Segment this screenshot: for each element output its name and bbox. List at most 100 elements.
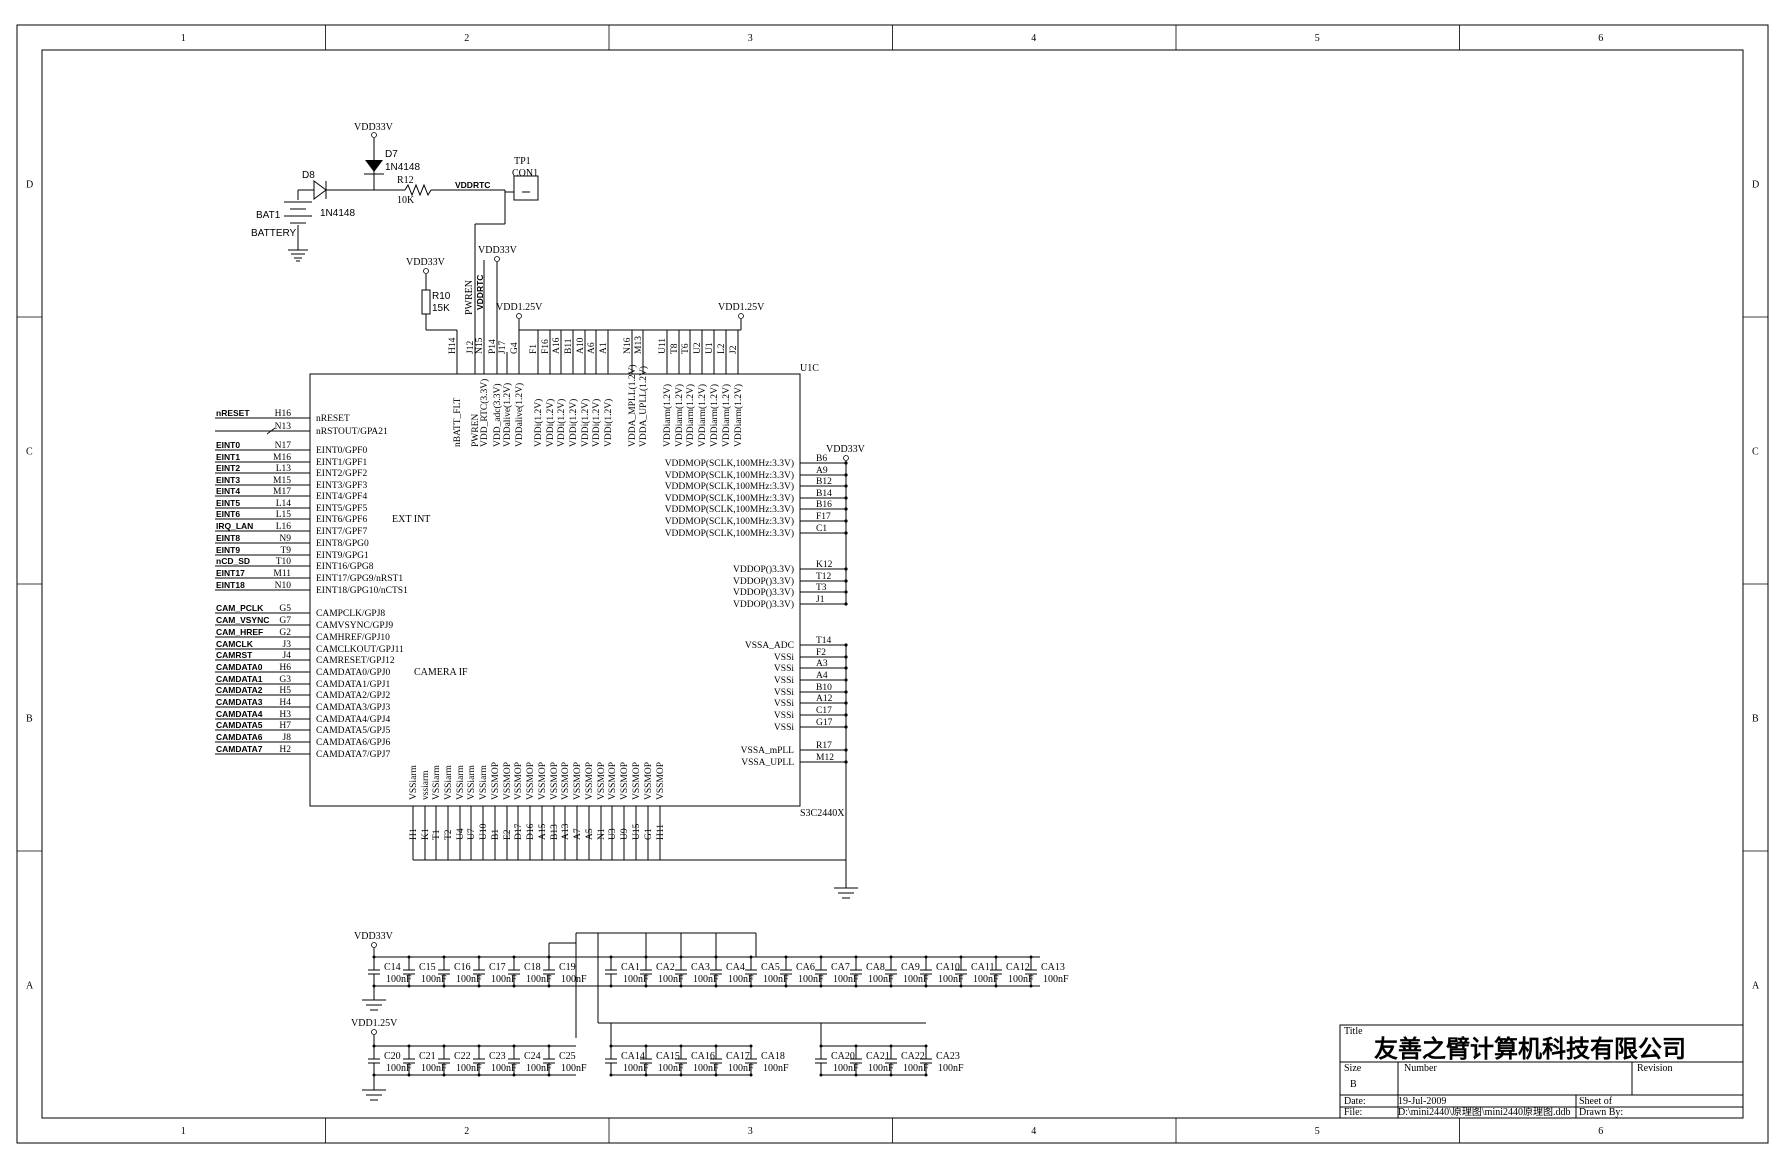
cap-ref: CA2 <box>656 962 675 973</box>
pin-number: U3 <box>608 828 618 840</box>
pin-number: L14 <box>276 499 292 509</box>
cap-value: 100nF <box>973 974 999 985</box>
pin-number: J4 <box>283 651 292 661</box>
vdd125-label-right: VDD1.25V <box>718 302 765 313</box>
column-label-bottom: 6 <box>1598 1126 1603 1137</box>
pin-number: L15 <box>276 510 292 520</box>
pin-name: VDDi(1.2V) <box>568 399 579 447</box>
pin-name: VSSMOP <box>573 762 583 800</box>
pin-name: VSSiarm <box>444 765 454 800</box>
pin-name: EINT5/GPF5 <box>316 504 367 514</box>
cap-value: 100nF <box>833 1063 859 1074</box>
net-label: CAMDATA1 <box>216 674 263 684</box>
cap-ref: C19 <box>559 962 576 973</box>
net-label: EINT1 <box>216 452 240 462</box>
pin-number: M17 <box>273 487 291 497</box>
pin-number: T10 <box>276 557 292 567</box>
cap-value: 100nF <box>491 974 517 985</box>
pin-name: VDDiarm(1.2V) <box>662 384 673 447</box>
pin-name: VSSMOP <box>620 762 630 800</box>
pin-name: EINT8/GPG0 <box>316 539 369 549</box>
net-label: CAM_VSYNC <box>216 615 269 625</box>
cap-value: 100nF <box>903 974 929 985</box>
chip-ref: U1C <box>800 363 819 374</box>
cap-ref: CA18 <box>761 1051 785 1062</box>
cap-value: 100nF <box>421 974 447 985</box>
ground-symbol-bat <box>288 249 308 262</box>
pin-name: EINT1/GPF1 <box>316 458 367 468</box>
row-label-right: D <box>1752 180 1759 191</box>
cap-value: 100nF <box>561 974 587 985</box>
pin-name: VDDA_MPLL(1.2V) <box>627 364 638 447</box>
pin-number: G3 <box>279 675 291 685</box>
pin-name: EINT18/GPG10/nCTS1 <box>316 586 408 596</box>
chip-part: S3C2440X <box>800 808 845 819</box>
cap-ref: CA5 <box>761 962 780 973</box>
resistor-r10 <box>421 289 431 315</box>
net-label: nCD_SD <box>216 556 250 566</box>
cap-ref: C25 <box>559 1051 576 1062</box>
pin-number: U2 <box>693 342 703 354</box>
pin-name: VSSA_UPLL <box>741 758 794 768</box>
pin-name: CAMPCLK/GPJ8 <box>316 609 385 619</box>
cap-ref: CA3 <box>691 962 710 973</box>
net-label: EINT9 <box>216 545 240 555</box>
pin-number: A6 <box>587 342 597 354</box>
net-label: EINT8 <box>216 533 240 543</box>
cap-ref: C15 <box>419 962 436 973</box>
pin-number: A5 <box>585 828 595 840</box>
column-label-bottom: 1 <box>181 1126 186 1137</box>
top-pin-group: H14nBATT_FLTJ12PWRENN15VDD_RTC(3.3V)P14V… <box>448 319 744 447</box>
pin-number: L13 <box>276 464 292 474</box>
cap-ref: CA16 <box>691 1051 715 1062</box>
cap-value: 100nF <box>386 974 412 985</box>
net-label: EINT0 <box>216 440 240 450</box>
cap-value: 100nF <box>728 1063 754 1074</box>
pin-number: J17 <box>498 341 508 354</box>
cap-row-1: C14100nFC15100nFC16100nFC17100nFC18100nF… <box>368 932 1069 1038</box>
vdd33-label-caps: VDD33V <box>354 931 394 942</box>
pin-name: nRESET <box>316 414 350 424</box>
bottom-pin-group: H1VSSiarmK1vssiarmT1VSSiarmT2VSSiarmU4VS… <box>409 762 846 861</box>
pin-number: M11 <box>273 569 291 579</box>
title-label: Title <box>1344 1026 1363 1037</box>
pin-number: A10 <box>576 337 586 354</box>
cap-row-2: C20100nFC21100nFC22100nFC23100nFC24100nF… <box>368 1022 964 1077</box>
net-label: EINT17 <box>216 568 245 578</box>
pin-number: C1 <box>816 524 827 534</box>
pin-name: VDDi(1.2V) <box>603 399 614 447</box>
pin-number: A3 <box>816 659 828 669</box>
pin-number: A9 <box>816 466 828 476</box>
cap-ref: CA21 <box>866 1051 890 1062</box>
pin-number: B11 <box>564 338 574 354</box>
pin-name: VSSMOP <box>538 762 548 800</box>
pin-name: EINT4/GPF4 <box>316 492 367 502</box>
column-label-top: 3 <box>748 33 753 44</box>
pin-number: M16 <box>273 453 291 463</box>
vdd125-label-caps: VDD1.25V <box>351 1018 398 1029</box>
column-label-bottom: 2 <box>464 1126 469 1137</box>
pin-number: N15 <box>475 337 485 354</box>
pin-name: VSSi <box>774 664 794 674</box>
pin-number: N10 <box>275 581 292 591</box>
pin-number: J8 <box>283 733 292 743</box>
pwren-net: PWREN <box>464 280 475 315</box>
vddrtc-vertical-net: VDDRTC <box>475 275 485 310</box>
vdd33-label-r10: VDD33V <box>406 257 446 268</box>
pin-name: VSSMOP <box>632 762 642 800</box>
ground-symbol-caps1 <box>362 986 386 1011</box>
pin-name: VDDalive(1.2V) <box>514 383 525 447</box>
r12-val: 10K <box>397 195 415 206</box>
pin-name: VDDMOP(SCLK,100MHz:3.3V) <box>665 516 794 527</box>
pin-number: G5 <box>279 604 291 614</box>
company-title: 友善之臂计算机科技有限公司 <box>1374 1035 1686 1063</box>
r12-ref: R12 <box>397 175 414 186</box>
pin-name: CAMDATA3/GPJ3 <box>316 703 390 713</box>
column-label-top: 1 <box>181 33 186 44</box>
pin-name: EINT17/GPG9/nRST1 <box>316 574 403 584</box>
net-label: CAM_HREF <box>216 627 263 637</box>
cap-value: 100nF <box>833 974 859 985</box>
pin-name: VSSMOP <box>597 762 607 800</box>
pin-number: H7 <box>279 721 291 731</box>
